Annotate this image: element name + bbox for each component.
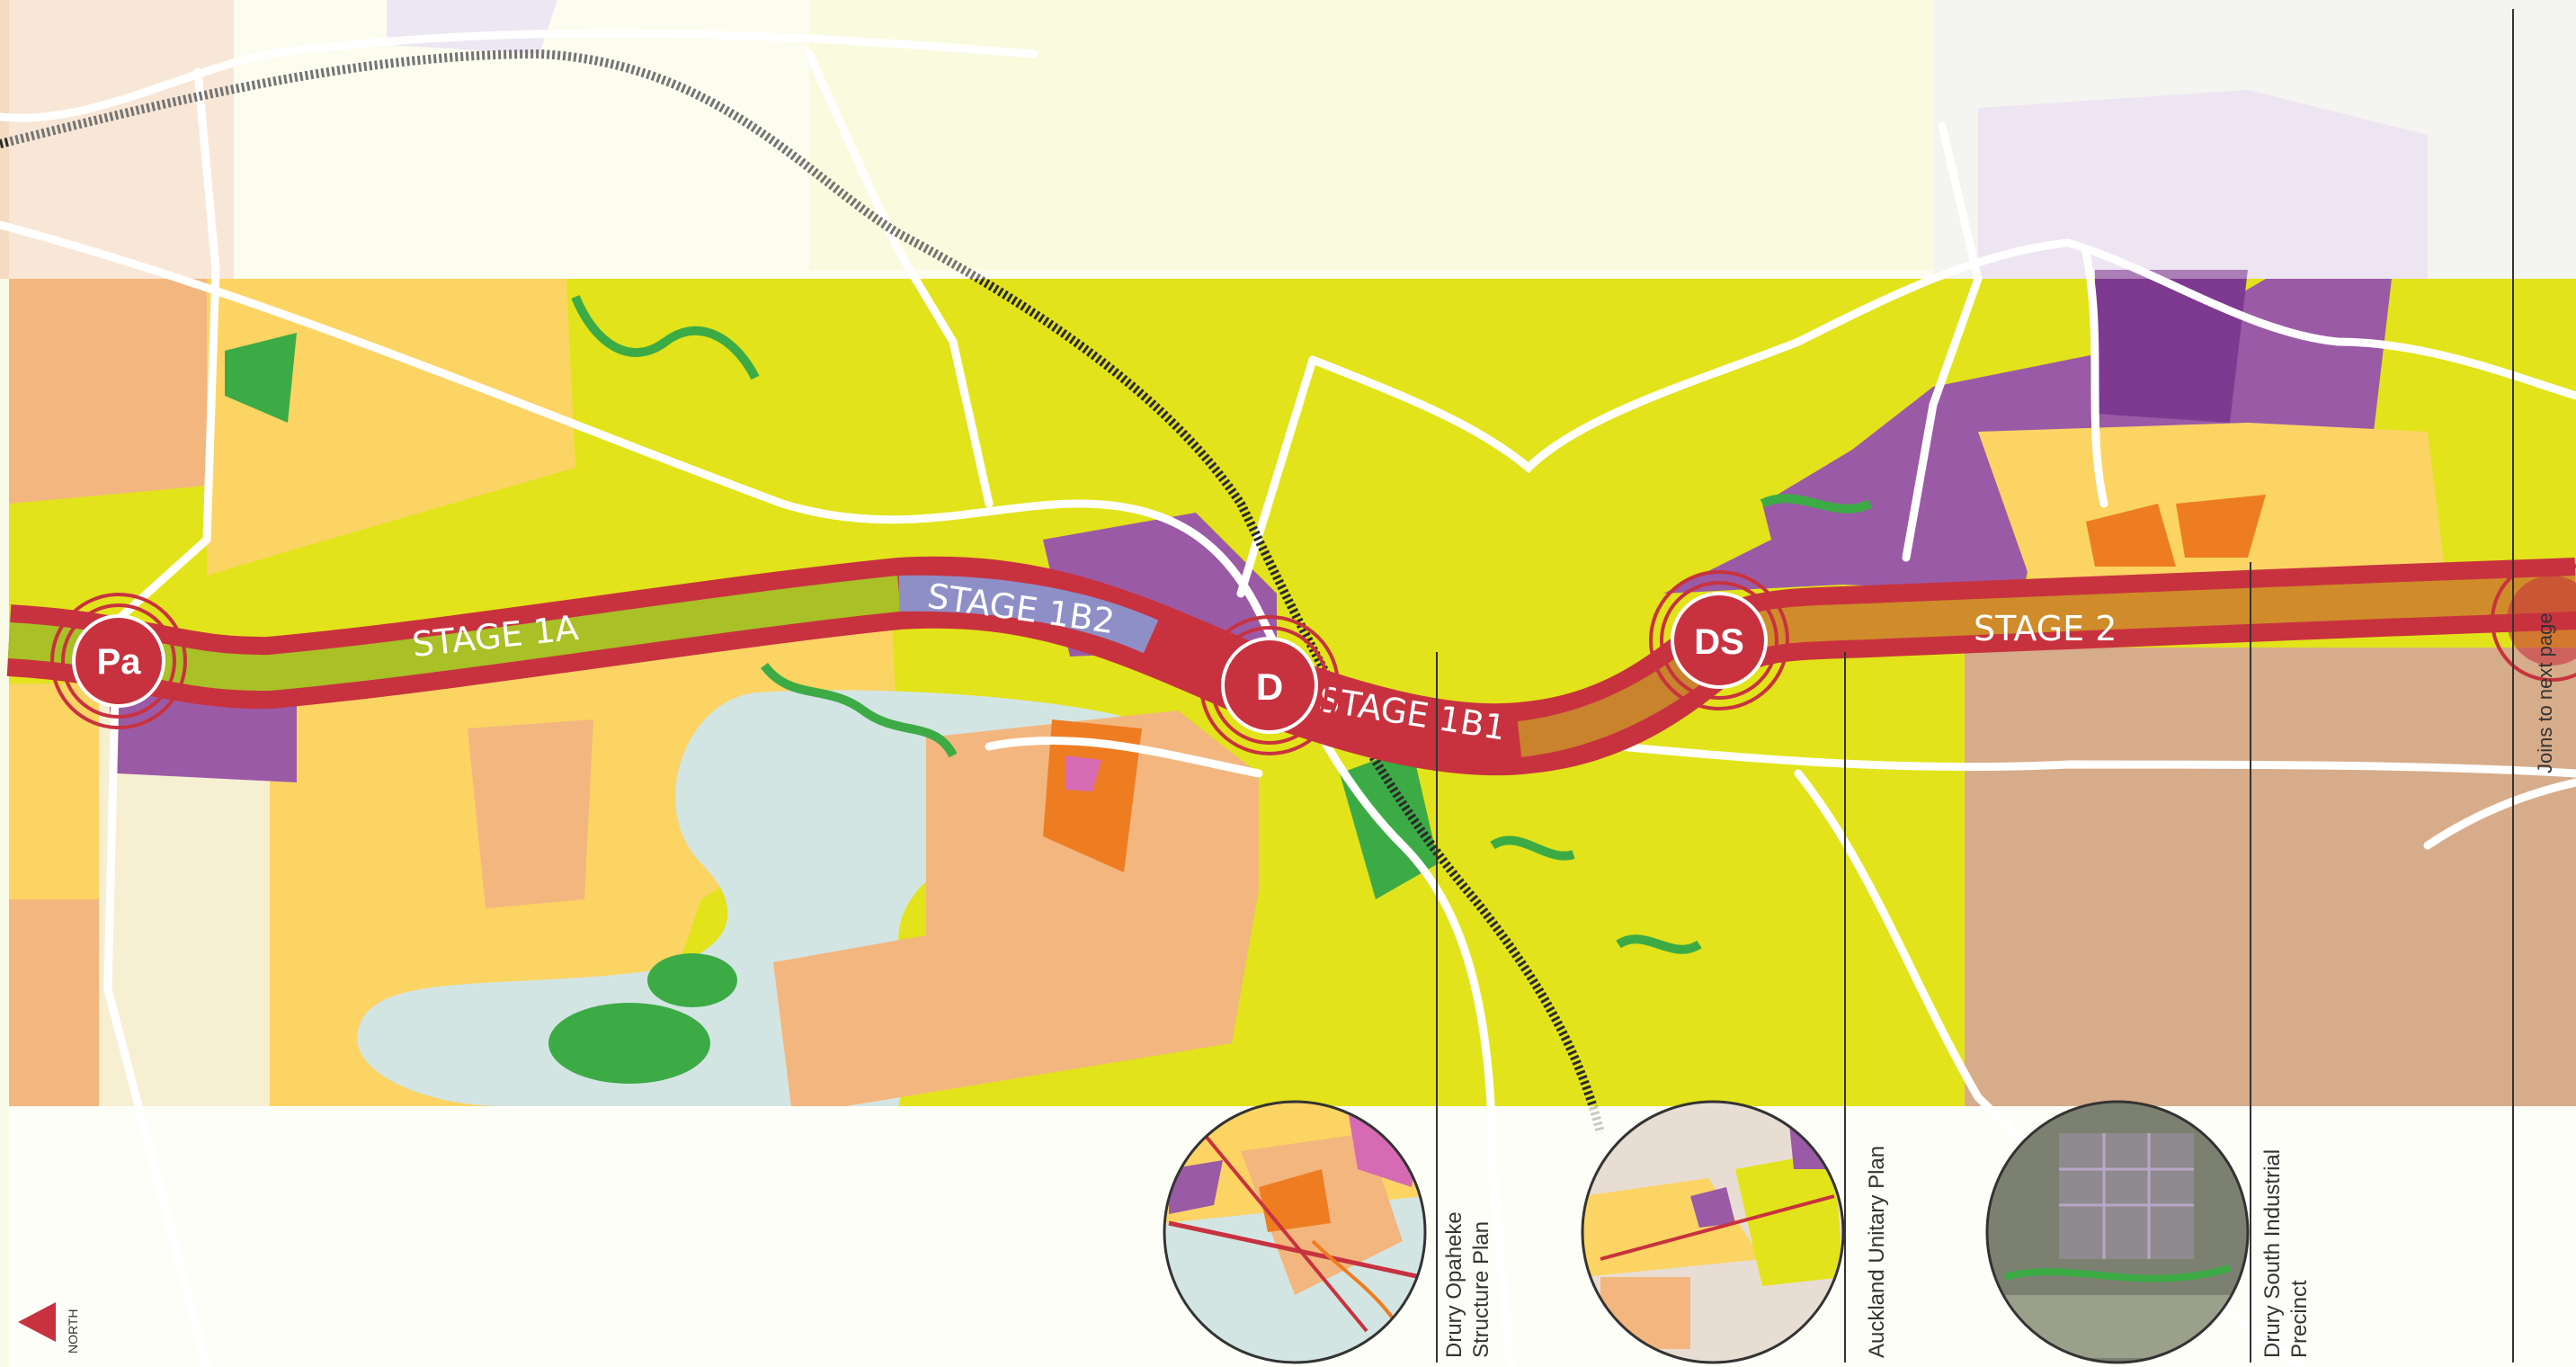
industrial-label-2: Precinct (2287, 1280, 2312, 1358)
railway-line (0, 49, 1605, 1135)
callout-labels: Drury Opaheke Structure Plan Auckland Un… (1442, 612, 2556, 1358)
north-label: NORTH (66, 1309, 80, 1354)
stage-2-segment (1707, 576, 2576, 664)
station-d-label: D (1256, 666, 1283, 708)
thumbnail-industrial-precinct[interactable] (1985, 1100, 2250, 1364)
unitary-plan-label: Auckland Unitary Plan (1865, 1146, 1889, 1358)
north-arrow-icon (18, 1302, 56, 1342)
station-next-page (2491, 559, 2576, 682)
station-pa-label: Pa (97, 642, 142, 682)
callout-lines (1436, 9, 2514, 1363)
structure-plan-label-1: Drury Opaheke (1442, 1211, 1466, 1358)
thumbnail-unitary-plan[interactable] (1581, 1100, 1845, 1364)
stage-1b2-segment (898, 575, 1159, 654)
station-pa[interactable]: Pa (50, 593, 187, 729)
thumbnail-structure-plan[interactable] (1163, 1100, 1427, 1364)
station-ds-label: DS (1694, 622, 1744, 662)
station-ds[interactable]: DS (1649, 570, 1789, 710)
industrial-label-1: Drury South Industrial (2260, 1149, 2285, 1358)
joins-next-page-label: Joins to next page (2534, 612, 2556, 773)
station-d[interactable]: D (1199, 615, 1340, 755)
north-arrow: NORTH (18, 1302, 80, 1354)
structure-plan-label-2: Structure Plan (1469, 1221, 1493, 1358)
stage-2-label: STAGE 2 (1974, 609, 2117, 648)
